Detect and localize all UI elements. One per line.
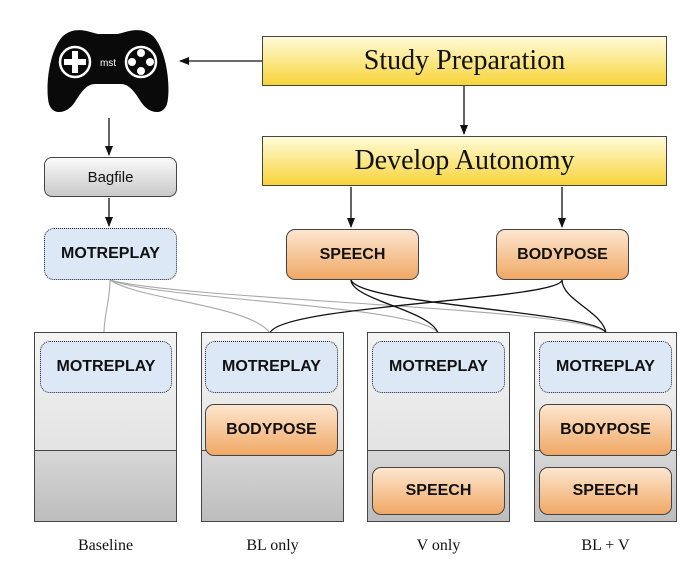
develop-autonomy-box: Develop Autonomy [262,136,667,186]
speech-link-v-only [350,279,439,334]
bl-v-speech-box: SPEECH [539,467,672,515]
bodypose-source-box: BODYPOSE [496,229,629,280]
motreplay-link-v-only [109,279,439,334]
baseline-motreplay-label: MOTREPLAY [56,358,156,375]
bodypose-link-bl-v [561,279,607,334]
v-only-speech-label: SPEECH [405,482,472,499]
study-preparation-box: Study Preparation [262,36,667,86]
study-preparation-label: Study Preparation [363,45,566,76]
bl-v-bodypose-box: BODYPOSE [539,404,672,456]
column-bottom-section [35,450,176,521]
condition-label-bl-v: BL + V [581,537,630,554]
bodypose-link-bl-only [269,279,563,334]
motreplay-source-box: MOTREPLAY [44,228,177,280]
bagfile-label: Bagfile [87,168,134,186]
motreplay-link-bl-only [109,279,271,334]
bl-only-motreplay-box: MOTREPLAY [205,341,338,393]
speech-link-bl-v [350,279,607,334]
bl-only-bodypose-box: BODYPOSE [205,404,338,456]
bl-v-speech-label: SPEECH [572,482,639,499]
bl-only-bodypose-label: BODYPOSE [226,421,317,438]
gamepad-logo: mst [100,58,116,69]
v-only-motreplay-box: MOTREPLAY [372,341,505,393]
column-bottom-section [202,450,343,521]
gamepad-icon: mst [47,30,169,113]
bodypose-source-label: BODYPOSE [517,245,608,263]
v-only-motreplay-label: MOTREPLAY [389,358,488,375]
speech-source-label: SPEECH [319,245,386,263]
motreplay-links [103,279,607,334]
bl-only-motreplay-label: MOTREPLAY [222,358,321,375]
bl-v-bodypose-label: BODYPOSE [560,421,651,438]
baseline-motreplay-box: MOTREPLAY [40,341,172,393]
develop-autonomy-label: Develop Autonomy [354,145,575,176]
motreplay-link-bl-v [109,279,607,334]
speech-source-box: SPEECH [286,229,419,280]
condition-label-baseline: Baseline [77,537,134,554]
condition-label-v-only: V only [416,537,461,554]
behavior-links [269,279,607,334]
condition-label-bl-only: BL only [246,537,299,554]
motreplay-link-baseline [103,279,111,334]
v-only-speech-box: SPEECH [372,467,505,515]
motreplay-source-label: MOTREPLAY [61,245,160,262]
bl-v-motreplay-label: MOTREPLAY [556,358,655,375]
bl-v-motreplay-box: MOTREPLAY [539,341,672,393]
bagfile-box: Bagfile [44,157,177,197]
